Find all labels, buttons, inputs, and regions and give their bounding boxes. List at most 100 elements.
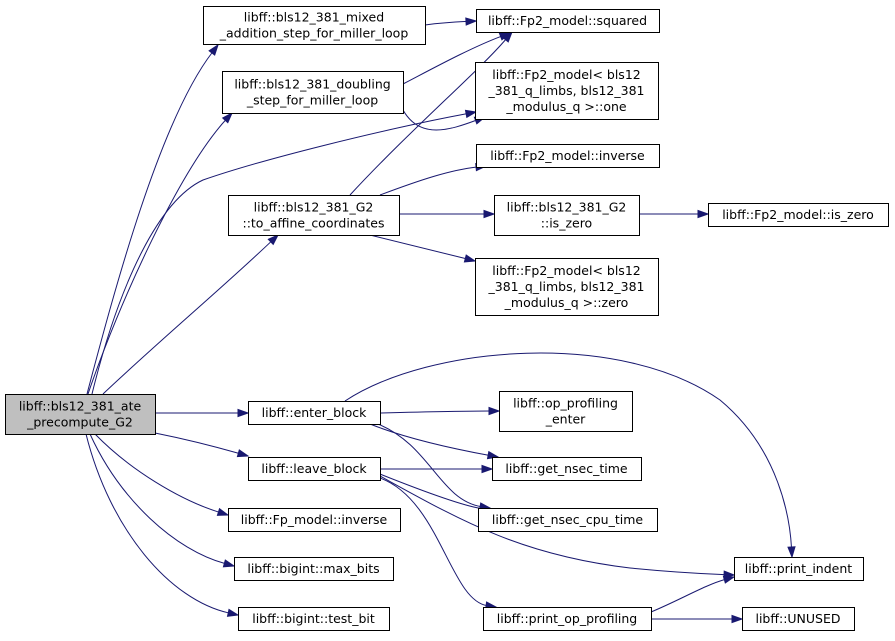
edge-to-affine-to-fp2-inverse xyxy=(379,162,488,196)
node-box[interactable] xyxy=(238,607,390,631)
arrowhead xyxy=(465,17,478,26)
edge-line xyxy=(424,20,468,26)
node-box[interactable] xyxy=(475,62,659,120)
node-fp2-one[interactable]: libff::Fp2_model< bls12_381_q_limbs, bls… xyxy=(475,62,659,120)
arrowhead xyxy=(502,30,513,43)
arrowhead xyxy=(236,449,250,458)
node-print-indent[interactable]: libff::print_indent xyxy=(734,557,864,581)
node-label-line: _step_for_miller_loop xyxy=(246,93,378,108)
nodes-layer: libff::bls12_381_ate_precompute_G2libff:… xyxy=(5,6,889,631)
node-label-line: libff::bls12_381_doubling xyxy=(234,77,390,92)
node-label-line: _addition_step_for_miller_loop xyxy=(219,26,409,41)
node-box[interactable] xyxy=(742,607,855,631)
node-box[interactable] xyxy=(248,457,381,481)
node-max-bits[interactable]: libff::bigint::max_bits xyxy=(234,557,394,581)
arrowhead xyxy=(208,43,219,56)
node-root[interactable]: libff::bls12_381_ate_precompute_G2 xyxy=(5,394,156,435)
node-label-line: _381_q_limbs, bls12_381 xyxy=(488,279,645,294)
edge-enter-block-to-nsec-cpu-time xyxy=(377,423,492,511)
node-box[interactable] xyxy=(476,144,660,168)
node-label-line: libff::UNUSED xyxy=(755,611,840,626)
node-box[interactable] xyxy=(478,508,658,532)
node-label-line: libff::get_nsec_time xyxy=(505,461,627,476)
edge-line xyxy=(379,166,478,196)
edge-line xyxy=(89,433,226,565)
node-box[interactable] xyxy=(499,391,633,432)
node-g2-is-zero[interactable]: libff::bls12_381_G2::is_zero xyxy=(494,195,640,236)
edge-line xyxy=(86,51,213,395)
node-op-prof-enter[interactable]: libff::op_profiling_enter xyxy=(499,391,633,432)
node-box[interactable] xyxy=(228,508,401,532)
node-label-line: libff::bigint::test_bit xyxy=(252,611,375,626)
node-print-op-prof[interactable]: libff::print_op_profiling xyxy=(483,607,652,631)
edge-line xyxy=(87,119,227,395)
arrowhead xyxy=(697,209,710,219)
node-box[interactable] xyxy=(5,394,156,435)
node-label-line: libff::bls12_381_ate xyxy=(19,399,142,414)
node-box[interactable] xyxy=(475,258,659,316)
node-box[interactable] xyxy=(234,557,394,581)
node-unused[interactable]: libff::UNUSED xyxy=(742,607,855,631)
node-mixed-add[interactable]: libff::bls12_381_mixed_addition_step_for… xyxy=(203,6,426,45)
node-label-line: libff::bigint::max_bits xyxy=(247,561,379,576)
node-fp2-squared[interactable]: libff::Fp2_model::squared xyxy=(476,9,660,33)
edge-print-op-prof-to-unused xyxy=(651,614,744,624)
node-box[interactable] xyxy=(476,9,660,33)
node-test-bit[interactable]: libff::bigint::test_bit xyxy=(238,607,390,631)
arrowhead xyxy=(731,614,744,624)
node-label-line: libff::Fp2_model::squared xyxy=(488,13,647,28)
node-label-line: libff::print_op_profiling xyxy=(497,611,638,626)
edge-print-op-prof-to-print-indent xyxy=(650,575,736,613)
edge-root-to-fp2-one xyxy=(91,109,478,395)
edge-root-to-to-affine xyxy=(102,233,280,395)
edge-line xyxy=(344,352,793,549)
node-fp-inverse[interactable]: libff::Fp_model::inverse xyxy=(228,508,401,532)
arrowhead xyxy=(216,507,230,516)
node-label-line: libff::Fp2_model::is_zero xyxy=(722,207,874,222)
edge-to-affine-to-fp2-squared xyxy=(349,30,513,196)
edge-line xyxy=(349,38,507,196)
edge-line xyxy=(402,109,477,131)
edge-line xyxy=(102,240,272,395)
node-enter-block[interactable]: libff::enter_block xyxy=(248,401,381,425)
edge-g2-is-zero-to-fp2-is-zero xyxy=(639,209,710,219)
arrowhead xyxy=(237,408,250,418)
edge-line xyxy=(377,423,482,508)
edge-line xyxy=(94,433,220,513)
node-label-line: ::is_zero xyxy=(541,216,592,231)
edge-to-affine-to-fp2-zero xyxy=(369,234,477,263)
node-fp2-zero[interactable]: libff::Fp2_model< bls12_381_q_limbs, bls… xyxy=(475,258,659,316)
node-box[interactable] xyxy=(248,401,381,425)
node-box[interactable] xyxy=(228,195,400,236)
node-box[interactable] xyxy=(494,195,640,236)
edge-line xyxy=(85,433,230,614)
node-box[interactable] xyxy=(708,203,889,227)
node-box[interactable] xyxy=(222,71,404,114)
node-fp2-is-zero[interactable]: libff::Fp2_model::is_zero xyxy=(708,203,889,227)
node-label-line: libff::Fp2_model::inverse xyxy=(490,148,645,163)
edge-line xyxy=(369,423,490,456)
node-to-affine[interactable]: libff::bls12_381_G2::to_affine_coordinat… xyxy=(228,195,400,236)
node-label-line: libff::Fp_model::inverse xyxy=(241,512,388,527)
node-doubling[interactable]: libff::bls12_381_doubling_step_for_mille… xyxy=(222,71,404,114)
node-label-line: ::to_affine_coordinates xyxy=(242,216,384,231)
node-box[interactable] xyxy=(734,557,864,581)
node-box[interactable] xyxy=(483,607,652,631)
node-nsec-time[interactable]: libff::get_nsec_time xyxy=(492,457,642,481)
node-box[interactable] xyxy=(203,6,426,45)
node-label-line: libff::op_profiling xyxy=(513,396,618,411)
arrowhead xyxy=(267,233,280,246)
node-label-line: libff::bls12_381_G2 xyxy=(507,200,627,215)
arrowhead xyxy=(481,464,494,474)
node-label-line: _precompute_G2 xyxy=(26,415,133,430)
node-box[interactable] xyxy=(492,457,642,481)
edge-root-to-fp-inverse xyxy=(94,433,230,516)
node-nsec-cpu-time[interactable]: libff::get_nsec_cpu_time xyxy=(478,508,658,532)
arrowhead xyxy=(722,575,736,584)
node-fp2-inverse[interactable]: libff::Fp2_model::inverse xyxy=(476,144,660,168)
edge-line xyxy=(379,410,491,414)
arrowhead xyxy=(464,109,478,119)
arrowhead xyxy=(226,608,240,617)
node-leave-block[interactable]: libff::leave_block xyxy=(248,457,381,481)
node-label-line: libff::enter_block xyxy=(262,405,367,420)
